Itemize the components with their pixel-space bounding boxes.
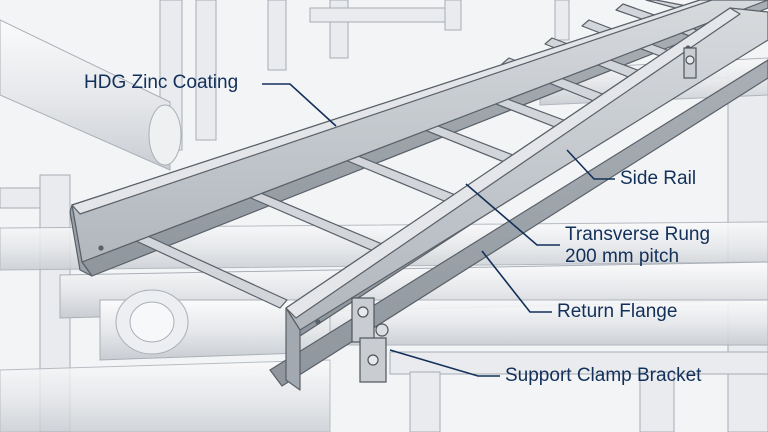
leader-zinc-coating <box>262 83 337 127</box>
cable-ladder <box>69 0 768 391</box>
label-side-rail: Side Rail <box>620 168 697 189</box>
label-return-flange: Return Flange <box>557 301 678 322</box>
leader-support-clamp <box>389 349 500 377</box>
leader-return-flange <box>481 250 552 313</box>
leader-side-rail <box>566 149 615 180</box>
leader-transverse-rung <box>465 183 560 246</box>
label-zinc-coating: HDG Zinc Coating <box>84 72 239 93</box>
label-support-clamp-bracket: Support Clamp Bracket <box>505 365 702 386</box>
label-transverse-rung-line1: Transverse Rung <box>565 224 711 245</box>
label-transverse-rung: Transverse Rung 200 mm pitch <box>565 224 710 268</box>
support-clamp-graphic <box>351 47 697 383</box>
label-transverse-rung-line2: 200 mm pitch <box>565 246 680 267</box>
leader-lines <box>262 83 615 377</box>
